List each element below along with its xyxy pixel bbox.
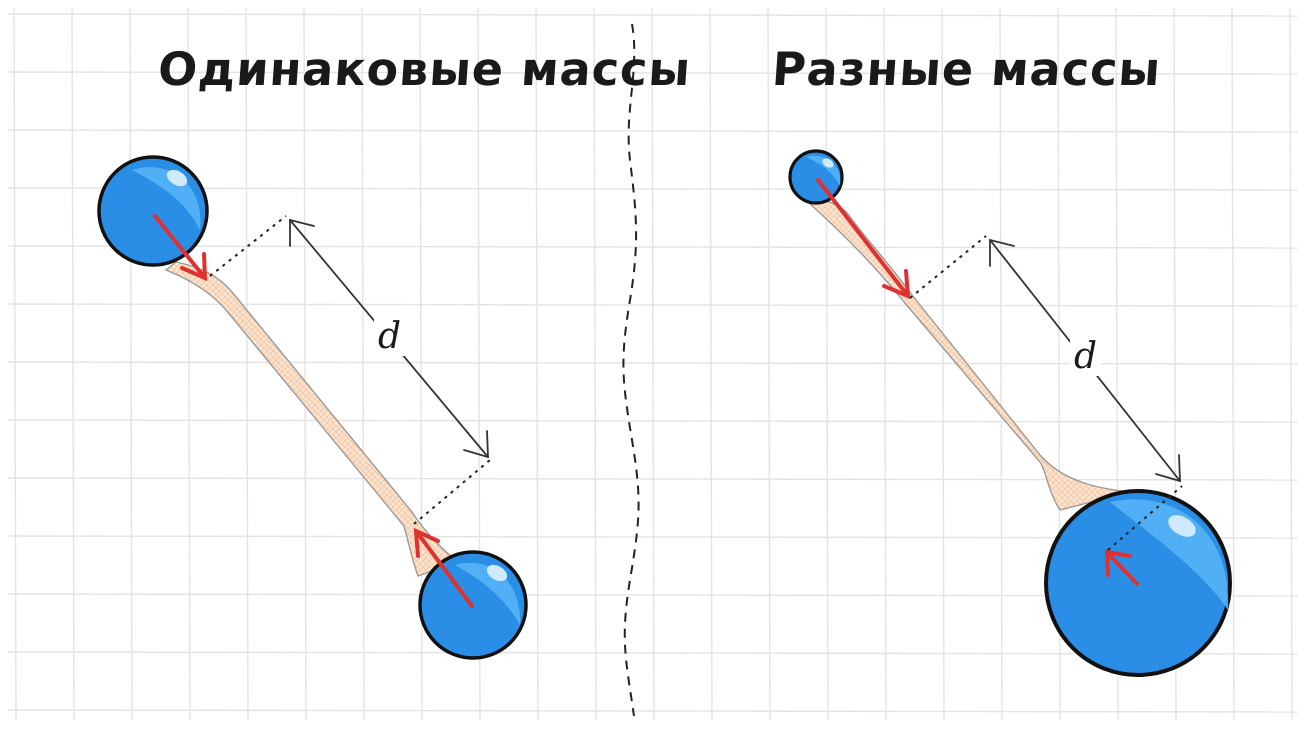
right-force-arrow-large [1104,549,1139,586]
left-ball-bottom-glint [486,564,508,582]
left-dotted-guide-bottom [413,459,491,525]
grid-line [767,7,771,721]
grid-line [825,7,829,721]
grid-line [7,245,1299,249]
right-ball-large-shine [1110,499,1229,610]
left-dotted-guide-top [209,215,287,277]
grid-line [7,419,1299,423]
grid-line [71,7,75,721]
left-panel-title: Одинаковые массы [156,42,693,96]
right-dotted-guide-top [909,235,987,299]
left-distance-label: d [374,318,406,356]
grid-line [187,7,191,721]
grid-line [593,7,597,721]
left-force-arrow-bottom [413,527,474,608]
right-panel-title: Разные массы [770,42,1163,96]
grid-line [7,13,1299,17]
grid-line [535,7,539,721]
left-force-arrow-top [153,214,208,282]
grid-line [7,709,1299,713]
grid-line [7,361,1299,365]
grid-line [7,477,1299,481]
right-distance-label: d [1070,338,1102,376]
left-panel [97,155,528,660]
grid-line [129,7,133,721]
grid-line [709,7,713,721]
right-ball-large-glint [1168,515,1196,537]
grid-line [13,7,17,721]
grid-line [7,71,1299,75]
right-stretch-bridge [806,197,1131,511]
right-ball-small-glint [822,158,834,168]
left-ball-top-glint [166,169,188,187]
grid-line [651,7,655,721]
right-panel [788,149,1232,677]
grid-line [303,7,307,721]
right-force-arrow-small [816,178,911,300]
grid-line [7,187,1299,191]
grid-line [245,7,249,721]
grid-line [7,303,1299,307]
panel-divider [622,23,640,717]
background-grid [7,7,1299,721]
right-dotted-guide-bottom [1107,485,1183,551]
grid-line [361,7,365,721]
grid-line [7,129,1299,133]
